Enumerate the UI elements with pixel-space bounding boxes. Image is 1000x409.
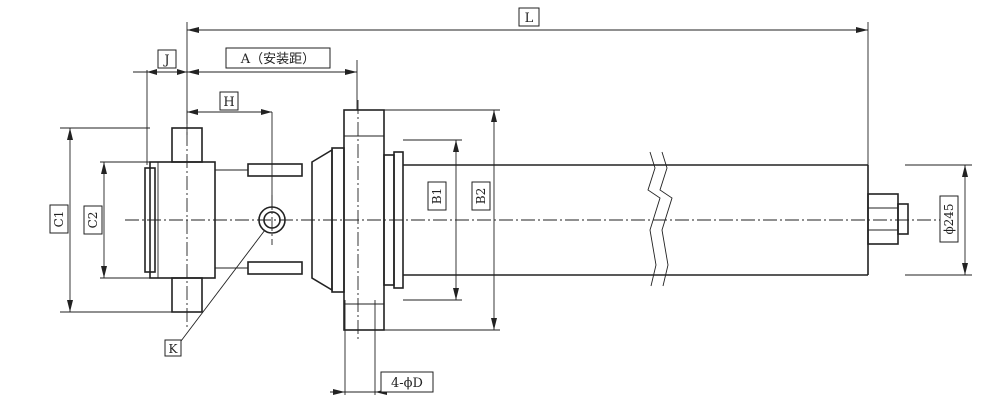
center-lines — [125, 100, 960, 340]
label-b2: B2 — [474, 188, 488, 204]
label-k: K — [169, 342, 179, 356]
label-b1: B1 — [430, 188, 444, 204]
label-h: H — [223, 95, 234, 110]
label-c2: C2 — [86, 212, 100, 229]
dimension-lines — [67, 27, 968, 395]
label-l: L — [525, 11, 534, 26]
label-4-phi-d: 4-ϕD — [391, 376, 423, 391]
label-c1: C1 — [52, 211, 66, 228]
extension-lines — [60, 22, 972, 395]
dimension-labels: L A（安装距） J H C1 C2 B1 B2 K 4-ϕD ϕ245 — [49, 7, 959, 393]
label-j: J — [162, 53, 169, 68]
label-phi-245: ϕ245 — [942, 203, 956, 234]
label-a: A（安装距） — [240, 52, 315, 67]
